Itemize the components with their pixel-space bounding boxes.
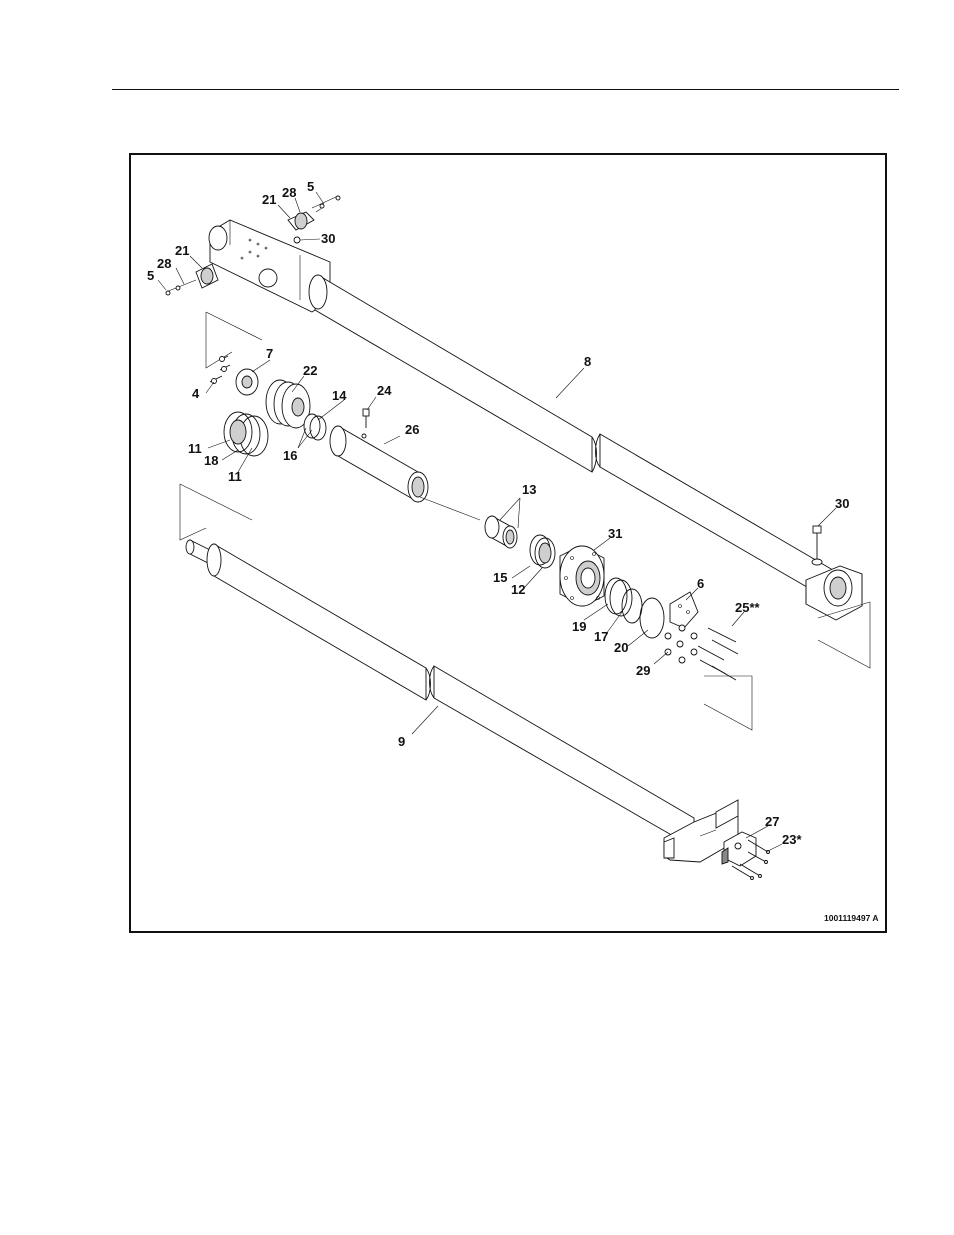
seals-parts-19-17-20	[605, 578, 664, 638]
callout-6: 6	[697, 576, 704, 591]
callout-14: 14	[332, 388, 347, 403]
callout-8: 8	[584, 354, 591, 369]
callout-25: 25**	[735, 600, 761, 615]
figure-id: 1001119497 A	[824, 913, 879, 923]
callout-27: 27	[765, 814, 779, 829]
callout-29: 29	[636, 663, 650, 678]
bushings-parts-13-15-12	[485, 516, 555, 568]
callout-7: 7	[266, 346, 273, 361]
callout-21-left: 21	[175, 243, 189, 258]
callout-18: 18	[204, 453, 218, 468]
callout-28-top: 28	[282, 185, 296, 200]
rod-part-9	[180, 484, 738, 862]
callout-26: 26	[405, 422, 419, 437]
block-part-27-and-screws	[722, 832, 770, 880]
callout-17: 17	[594, 629, 608, 644]
callout-11-upper: 11	[188, 441, 202, 456]
callout-23: 23*	[782, 832, 802, 847]
gland-part-31	[560, 546, 604, 606]
callout-9: 9	[398, 734, 405, 749]
callout-30-head: 30	[321, 231, 335, 246]
callout-24: 24	[377, 383, 392, 398]
callout-20: 20	[614, 640, 628, 655]
callout-12: 12	[511, 582, 525, 597]
callout-4: 4	[192, 386, 200, 401]
callout-16: 16	[283, 448, 297, 463]
callout-30-fitting: 30	[835, 496, 849, 511]
callout-22: 22	[303, 363, 317, 378]
callout-21-top: 21	[262, 192, 276, 207]
callout-31: 31	[608, 526, 622, 541]
callout-28-left: 28	[157, 256, 171, 271]
callout-15: 15	[493, 570, 507, 585]
grease-fitting-part-30	[812, 526, 822, 565]
callout-13: 13	[522, 482, 536, 497]
callout-11-lower: 11	[228, 469, 242, 484]
callout-19: 19	[572, 619, 586, 634]
callout-5-left: 5	[147, 268, 154, 283]
callout-5-top: 5	[307, 179, 314, 194]
